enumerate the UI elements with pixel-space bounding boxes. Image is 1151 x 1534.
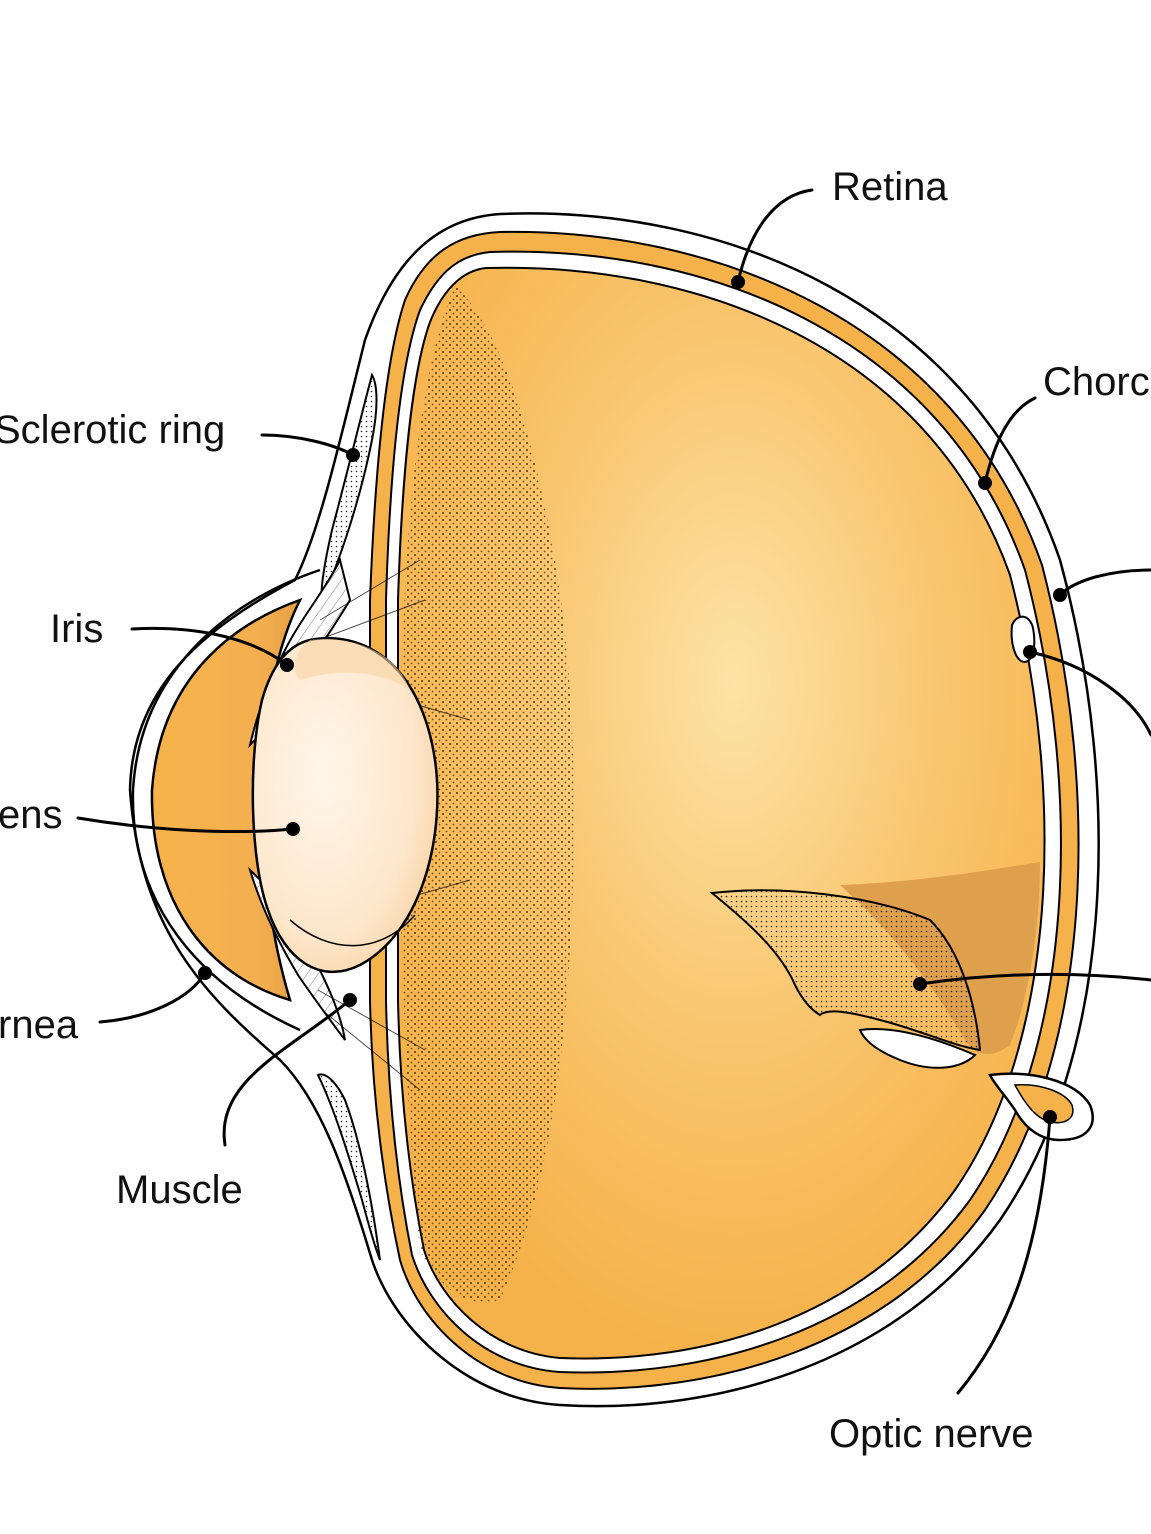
lens-inner-line <box>289 914 416 947</box>
iris-dot <box>280 658 294 672</box>
muscle-dot <box>343 993 357 1007</box>
iris-leader <box>130 626 289 667</box>
retina-dot <box>731 275 745 289</box>
lens-edge-shading <box>294 639 410 690</box>
optic-nerve-label: Optic nerve <box>829 1412 1034 1456</box>
vessel-leader <box>1028 650 1151 737</box>
optic-nerve-core <box>1013 1083 1074 1124</box>
lens <box>251 636 439 974</box>
choroid-leader <box>983 396 1037 485</box>
muscle-leader <box>222 998 352 1147</box>
lens-leader <box>76 816 295 834</box>
lens-label: ens <box>0 793 63 837</box>
leader-lines <box>76 188 1151 1395</box>
sclera-right-leader <box>1058 568 1151 597</box>
optic-nerve-leader <box>956 1115 1052 1395</box>
retina-label: Retina <box>832 165 948 209</box>
pecten <box>709 889 982 1052</box>
lens-dot <box>286 822 300 836</box>
optic-nerve-dot <box>1043 1110 1057 1124</box>
retina-leader <box>736 188 814 284</box>
muscle-label: Muscle <box>116 1168 243 1212</box>
vessel-dot <box>1023 645 1037 659</box>
cornea-surface <box>131 568 321 1032</box>
choroid-label: Chorc <box>1043 360 1150 404</box>
iris-label: Iris <box>50 607 103 651</box>
pecten-base <box>858 1028 977 1069</box>
pecten-leader <box>918 972 1151 986</box>
choroid-dot <box>978 476 992 490</box>
sclera-right-dot <box>1053 588 1067 602</box>
sclerotic-ring-lower <box>316 1073 381 1261</box>
sclerotic-ring-dot <box>346 448 360 462</box>
pecten-dot <box>913 977 927 991</box>
cornea-dot <box>198 966 212 980</box>
ciliary-body <box>399 285 575 1303</box>
cornea-leader <box>98 971 207 1024</box>
cornea-label: rnea <box>0 1003 79 1047</box>
vitreous-body <box>397 266 1046 1360</box>
sclerotic-ring-label: Sclerotic ring <box>0 408 225 452</box>
